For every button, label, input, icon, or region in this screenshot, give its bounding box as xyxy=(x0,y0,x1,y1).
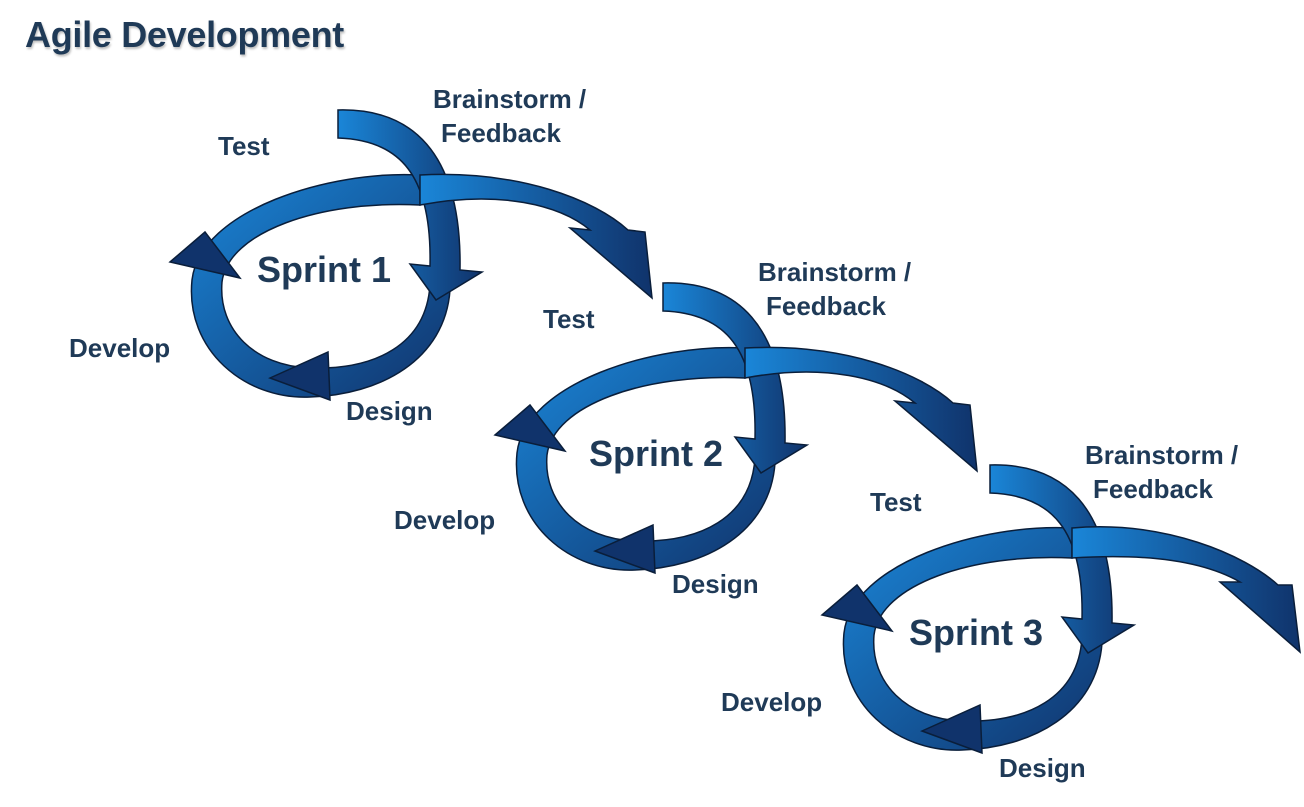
sprint-2-next-arrow xyxy=(744,346,978,473)
sprint-1-design-arrowhead xyxy=(268,350,331,402)
sprint-3-test-label: Test xyxy=(870,487,922,517)
sprint-3-brainstorm-label: Brainstorm / xyxy=(1085,440,1239,470)
sprint-2-brainstorm-label: Brainstorm / xyxy=(758,257,912,287)
sprint-2-develop-label: Develop xyxy=(394,505,496,535)
sprint-1-test-label: Test xyxy=(218,131,270,161)
sprint-1-develop-label: Develop xyxy=(69,333,171,363)
sprint-1-feedback-arrow xyxy=(337,109,485,302)
sprint-2-feedback-arrow xyxy=(662,282,810,475)
sprint-2-cycle xyxy=(493,282,978,575)
sprint-3-name: Sprint 3 xyxy=(909,612,1044,653)
sprint-3-design-label: Design xyxy=(999,753,1086,783)
sprint-1-next-arrow xyxy=(419,173,653,300)
sprint-1-feedback-label: Feedback xyxy=(441,118,561,148)
sprint-2-design-arrowhead xyxy=(593,523,656,575)
sprint-3-feedback-arrow xyxy=(989,464,1137,655)
sprint-2-feedback-label: Feedback xyxy=(766,291,886,321)
sprint-1-brainstorm-label: Brainstorm / xyxy=(433,84,587,114)
sprint-3-next-arrow xyxy=(1071,526,1301,654)
sprint-2-develop-arrowhead xyxy=(493,403,567,453)
sprint-3-develop-arrowhead xyxy=(820,583,894,633)
sprint-1-develop-arrowhead xyxy=(168,230,242,280)
sprint-1-cycle xyxy=(168,109,653,402)
sprint-3-develop-label: Develop xyxy=(721,687,823,717)
sprint-3-feedback-label: Feedback xyxy=(1093,474,1213,504)
sprint-1-design-label: Design xyxy=(346,396,433,426)
sprint-1-name: Sprint 1 xyxy=(257,249,392,290)
sprint-3-cycle xyxy=(820,464,1301,755)
sprint-3-design-arrowhead xyxy=(920,703,983,755)
sprint-2-test-label: Test xyxy=(543,304,595,334)
page-title: Agile Development xyxy=(25,14,344,55)
sprint-2-design-label: Design xyxy=(672,569,759,599)
sprint-2-name: Sprint 2 xyxy=(589,433,724,474)
